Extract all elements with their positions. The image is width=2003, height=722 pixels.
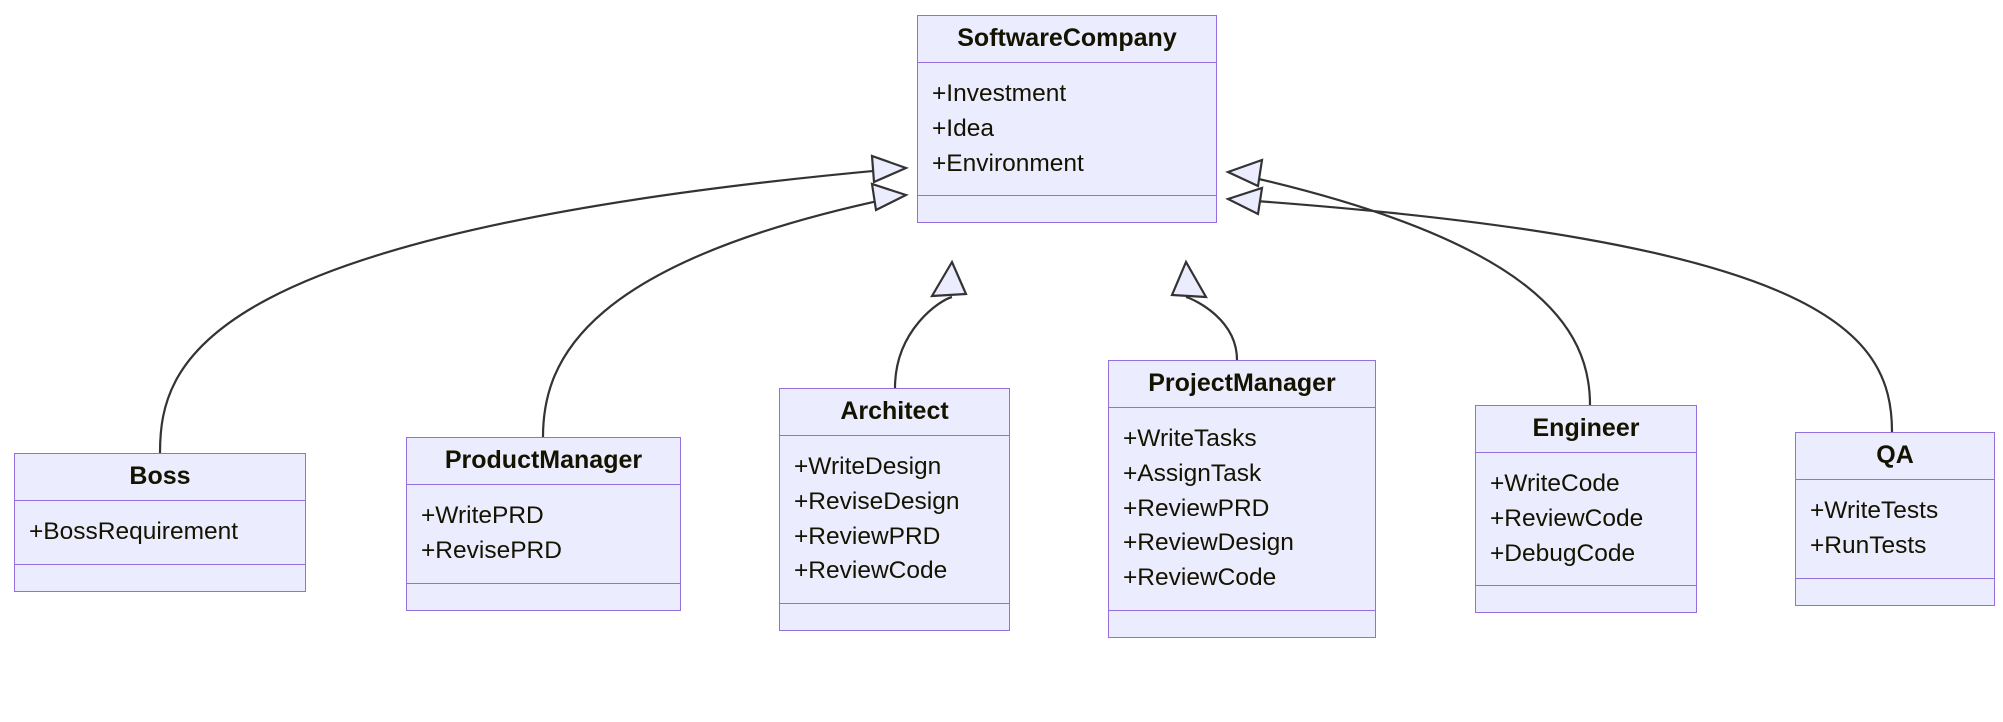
edge-projectmanager-to-softwarecompany: [1185, 295, 1239, 361]
class-title-boss: Boss: [15, 454, 305, 501]
class-methods-architect: [780, 604, 1009, 630]
class-title-softwarecompany: SoftwareCompany: [918, 16, 1216, 63]
class-node-projectmanager[interactable]: ProjectManager +WriteTasks +AssignTask +…: [1108, 360, 1376, 638]
class-members-boss: +BossRequirement: [15, 501, 305, 565]
inheritance-arrowhead-projectmanager: [1170, 259, 1208, 299]
class-member: +ReviewPRD: [794, 522, 941, 550]
class-member: +ReviewCode: [1123, 564, 1277, 592]
class-node-boss[interactable]: Boss +BossRequirement: [14, 453, 306, 592]
class-title-engineer: Engineer: [1476, 406, 1696, 453]
class-member: +Idea: [932, 114, 994, 142]
class-member: +ReviewCode: [794, 557, 948, 585]
class-member: +RevisePRD: [421, 536, 562, 564]
class-methods-softwarecompany: [918, 196, 1216, 222]
class-title-productmanager: ProductManager: [407, 438, 680, 485]
class-member: +WriteTasks: [1123, 425, 1257, 452]
class-node-softwarecompany[interactable]: SoftwareCompany +Investment +Idea +Envir…: [917, 15, 1217, 224]
class-members-architect: +WriteDesign +ReviseDesign +ReviewPRD +R…: [780, 436, 1009, 605]
class-members-productmanager: +WritePRD +RevisePRD: [407, 485, 680, 584]
class-members-projectmanager: +WriteTasks +AssignTask +ReviewPRD +Revi…: [1109, 408, 1375, 611]
class-methods-projectmanager: [1109, 611, 1375, 637]
class-methods-productmanager: [407, 584, 680, 610]
class-title-qa: QA: [1796, 433, 1994, 480]
edge-architect-to-softwarecompany: [893, 295, 953, 389]
class-node-engineer[interactable]: Engineer +WriteCode +ReviewCode +DebugCo…: [1475, 405, 1697, 614]
class-member: +WriteCode: [1490, 470, 1620, 497]
class-member: +WritePRD: [421, 502, 544, 529]
inheritance-arrowhead-boss: [870, 154, 909, 184]
class-members-engineer: +WriteCode +ReviewCode +DebugCode: [1476, 453, 1696, 587]
class-member: +Environment: [932, 149, 1084, 177]
class-member: +Investment: [932, 80, 1067, 107]
class-methods-boss: [15, 565, 305, 591]
class-member: +BossRequirement: [29, 518, 239, 545]
class-member: +RunTests: [1810, 531, 1927, 559]
class-member: +ReviewDesign: [1123, 529, 1294, 557]
class-member: +WriteTests: [1810, 497, 1939, 524]
inheritance-arrowhead-qa: [1225, 186, 1264, 216]
class-methods-qa: [1796, 579, 1994, 605]
class-node-productmanager[interactable]: ProductManager +WritePRD +RevisePRD: [406, 437, 681, 611]
class-member: +AssignTask: [1123, 459, 1262, 487]
class-member: +ReviewPRD: [1123, 494, 1270, 522]
inheritance-arrowhead-engineer: [1225, 158, 1264, 188]
inheritance-arrowhead-productmanager: [870, 182, 909, 212]
class-member: +ReviewCode: [1490, 504, 1644, 532]
class-members-softwarecompany: +Investment +Idea +Environment: [918, 63, 1216, 197]
class-title-projectmanager: ProjectManager: [1109, 361, 1375, 408]
inheritance-arrowhead-architect: [930, 259, 968, 298]
class-member: +ReviseDesign: [794, 487, 960, 515]
class-member: +WriteDesign: [794, 453, 942, 480]
class-member: +DebugCode: [1490, 539, 1636, 567]
class-methods-engineer: [1476, 586, 1696, 612]
class-title-architect: Architect: [780, 389, 1009, 436]
class-node-qa[interactable]: QA +WriteTests +RunTests: [1795, 432, 1995, 606]
class-node-architect[interactable]: Architect +WriteDesign +ReviseDesign +Re…: [779, 388, 1010, 632]
class-members-qa: +WriteTests +RunTests: [1796, 480, 1994, 579]
